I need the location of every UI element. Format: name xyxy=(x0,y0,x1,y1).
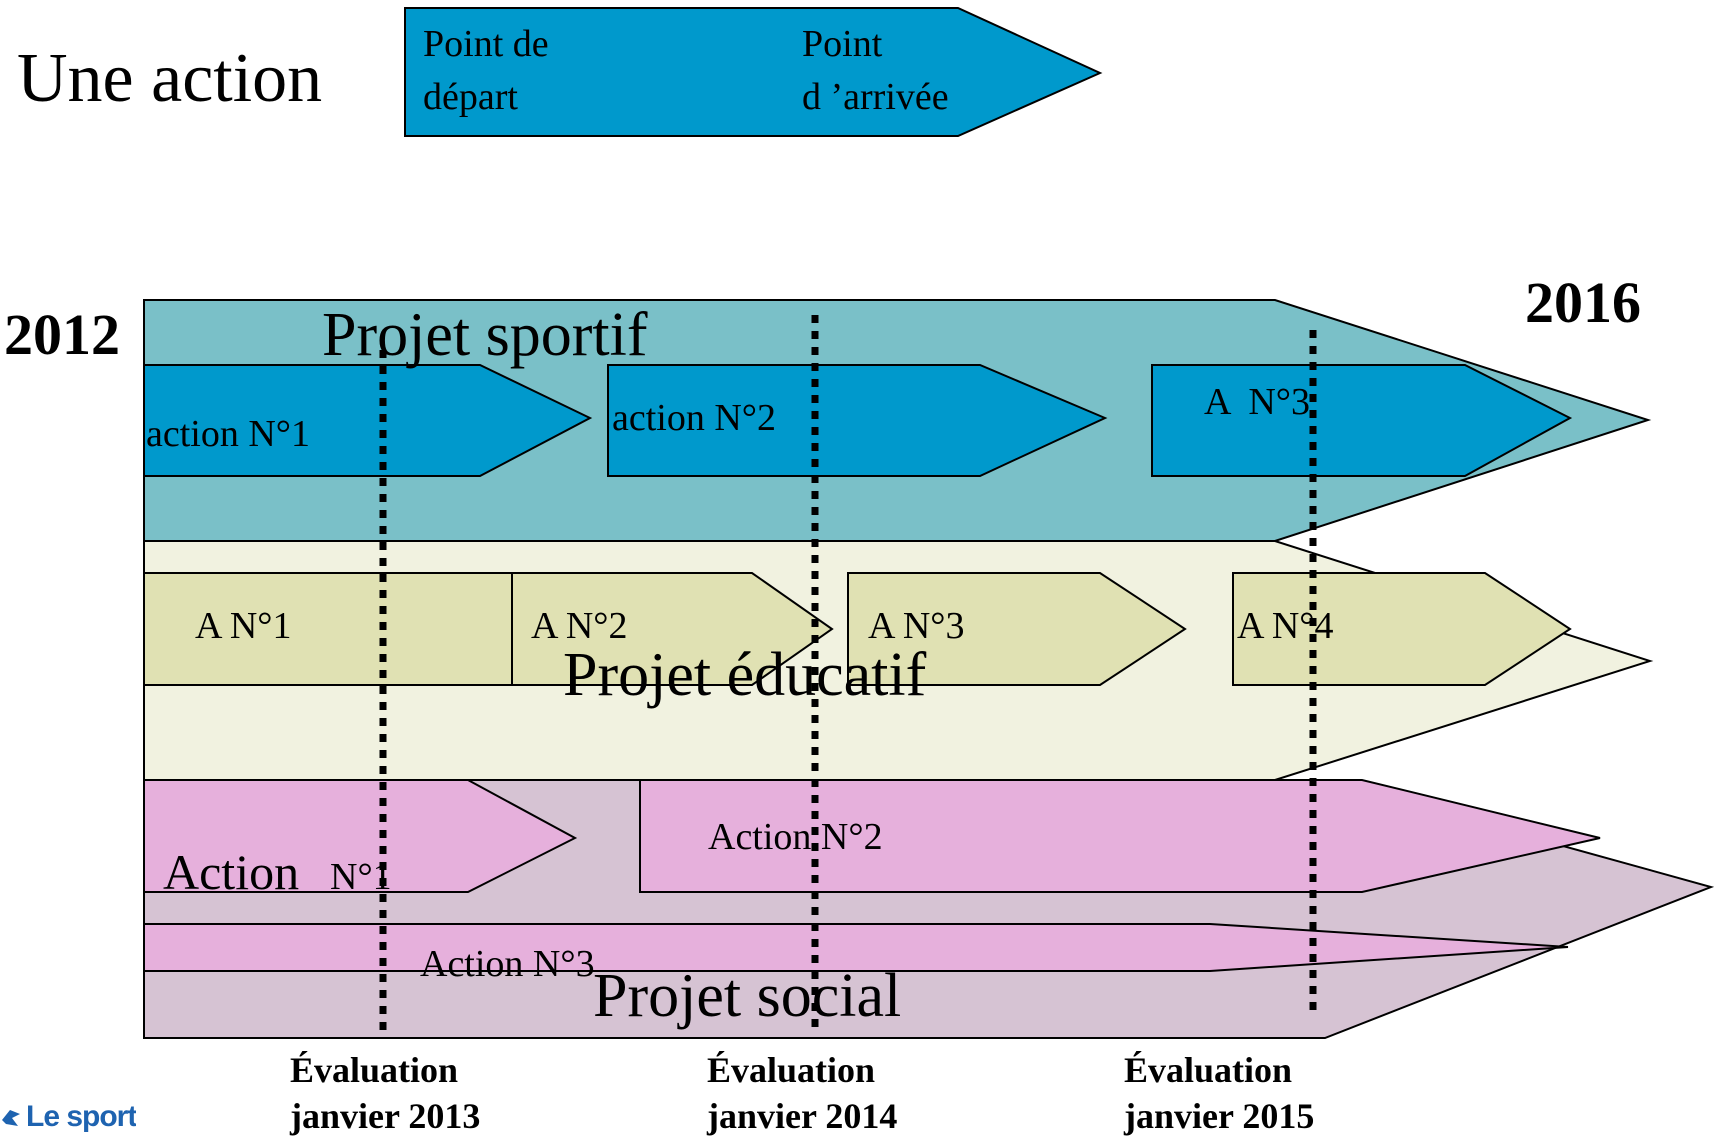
educatif-action-3-arrow xyxy=(847,572,1187,686)
educatif-action-4-arrow xyxy=(1232,572,1572,686)
evaluation-2015-line1: Évaluation xyxy=(1124,1050,1293,1090)
sportif-action-1-label: action N°1 xyxy=(146,413,310,455)
educatif-action-1-label: A N°1 xyxy=(195,605,292,647)
social-action-1-word: Action xyxy=(163,844,300,900)
legend-start-label-line2: départ xyxy=(423,76,518,118)
evaluation-2013-line1: Évaluation xyxy=(290,1050,459,1090)
legend-end-label-line1: Point xyxy=(802,23,883,65)
evaluation-label-2015: Évaluation janvier 2015 xyxy=(1124,1047,1314,1139)
legend-title: Une action xyxy=(17,40,323,117)
sportif-action-3-arrow xyxy=(1151,364,1573,477)
evaluation-2015-line2: janvier 2015 xyxy=(1124,1096,1315,1136)
project-social-title: Projet social xyxy=(593,962,902,1030)
social-action-3-label: Action N°3 xyxy=(420,943,595,985)
legend-start-label-line1: Point de xyxy=(423,23,549,65)
educatif-action-2-label: A N°2 xyxy=(531,605,628,647)
evaluation-label-2013: Évaluation janvier 2013 xyxy=(290,1047,480,1139)
logo-mark-icon xyxy=(2,1110,20,1126)
legend-action-arrow xyxy=(404,7,1103,137)
sportif-action-2-label: action N°2 xyxy=(612,397,776,439)
social-action-2-label: Action N°2 xyxy=(708,816,883,858)
sportif-action-2-arrow xyxy=(607,364,1108,477)
sportif-action-1-arrow xyxy=(143,364,593,477)
year-end: 2016 xyxy=(1525,270,1641,335)
social-action-1-arrow xyxy=(143,779,578,893)
logo-text: Le sport xyxy=(26,1100,137,1133)
evaluation-2014-line1: Évaluation xyxy=(707,1050,876,1090)
year-start: 2012 xyxy=(4,302,120,367)
project-sportif-title: Projet sportif xyxy=(322,301,648,369)
evaluation-label-2014: Évaluation janvier 2014 xyxy=(707,1047,897,1139)
social-action-1-number: N°1 xyxy=(330,856,392,898)
project-educatif-title: Projet éducatif xyxy=(563,641,927,709)
educatif-action-2-arrow xyxy=(511,572,834,686)
social-action-3-arrow xyxy=(143,923,1569,972)
evaluation-2013-line2: janvier 2013 xyxy=(290,1096,481,1136)
sportif-action-3-label: A N°3 xyxy=(1204,381,1310,423)
educatif-action-4-label: A N°4 xyxy=(1237,605,1334,647)
evaluation-2014-line2: janvier 2014 xyxy=(707,1096,898,1136)
legend-end-label-line2: d ’arrivée xyxy=(802,76,949,118)
logo: Le sport xyxy=(0,1100,136,1133)
educatif-action-3-label: A N°3 xyxy=(868,605,965,647)
social-action-2-arrow xyxy=(639,779,1601,893)
